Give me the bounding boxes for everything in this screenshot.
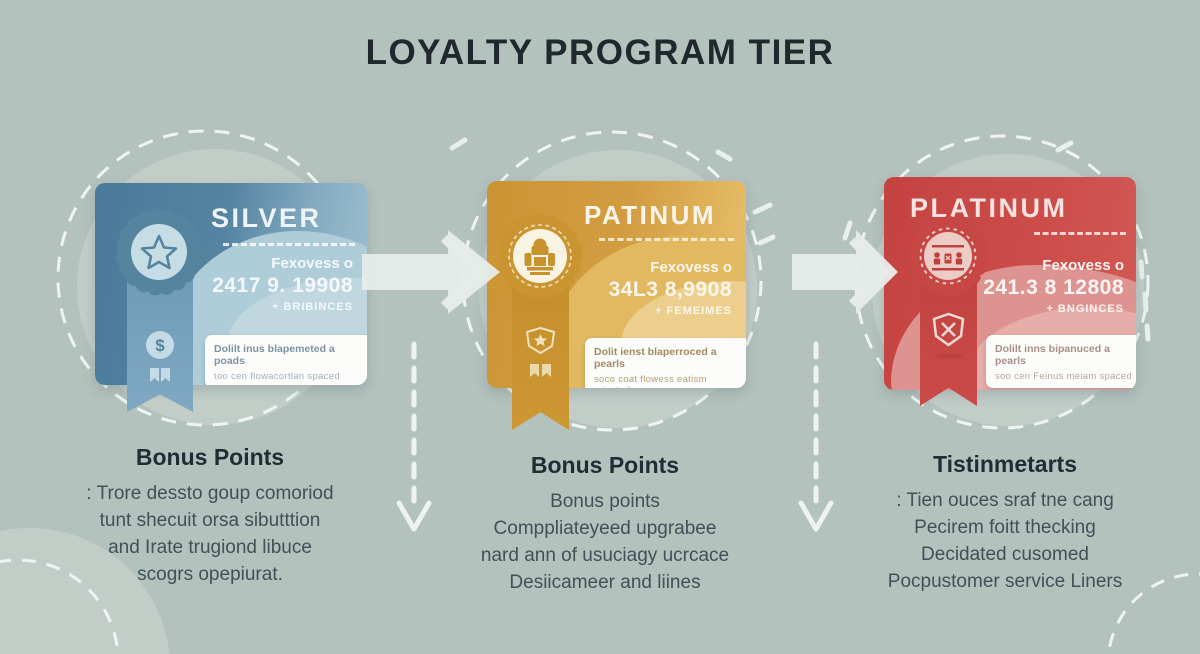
dollar-icon: $ xyxy=(146,331,174,382)
section-line: : Tien ouces sraf tne cang xyxy=(896,490,1114,511)
page-title: LOYALTY PROGRAM TIER xyxy=(365,33,835,72)
section-line: Decidated cusomed xyxy=(921,544,1089,565)
tier-name-gold: PATINUM xyxy=(584,200,717,230)
tier-note-box: Dolilt inus blapemeted a poads too cen f… xyxy=(205,335,367,385)
points-subtext: + BRIBINCES xyxy=(272,301,353,313)
right-arrow-icon xyxy=(362,230,500,314)
team-rosette-icon xyxy=(908,216,988,296)
section-line: : Trore dessto goup comoriod xyxy=(86,483,334,504)
points-subtext: + BNGINCES xyxy=(1046,303,1124,315)
svg-text:$: $ xyxy=(155,336,165,355)
note-line: Dolilt inns bipanuced a pearls xyxy=(995,343,1110,367)
tier-note-box: Dolilt inns bipanuced a pearls soo cen F… xyxy=(986,335,1136,388)
section-line: Comppliateyeed upgrabee xyxy=(493,518,717,539)
card-dashed-divider xyxy=(1034,232,1126,235)
section-line: scogrs opepiurat. xyxy=(137,564,283,585)
down-arrow-left xyxy=(396,341,432,532)
section-line: Pecirem foitt thecking xyxy=(914,517,1096,538)
tier-points-block: Fexovess o 34L3 8,9908 + FEMEIMES xyxy=(562,259,732,317)
tier-name-silver: SILVER xyxy=(211,203,322,233)
note-line: Dolilt inus blapemeted a poads xyxy=(214,343,335,367)
section-line: Bonus points xyxy=(550,491,660,512)
tier-points-block: Fexovess o 2417 9. 19908 + BRIBINCES xyxy=(183,255,353,313)
points-value: 34L3 8,9908 xyxy=(608,278,732,301)
section-line: Pocpustomer service Liners xyxy=(887,571,1123,592)
section-gold-benefits: Bonus Points Bonus points Comppliateyeed… xyxy=(445,452,765,596)
note-line: soco coat flowess eatism rejected xyxy=(594,374,707,388)
points-subtext: + FEMEIMES xyxy=(655,305,732,317)
card-dashed-divider xyxy=(599,238,734,241)
trophy-rosette-icon xyxy=(497,213,583,299)
down-arrow-right xyxy=(798,341,834,532)
star-rosette-icon xyxy=(115,208,203,296)
section-heading: Bonus Points xyxy=(530,452,680,478)
points-value: 241.3 8 12808 xyxy=(983,276,1124,299)
right-arrow-icon xyxy=(792,230,898,314)
section-heading: Bonus Points xyxy=(135,444,285,470)
corner-decorations xyxy=(0,528,1200,654)
shield-star-icon xyxy=(526,327,555,377)
tier-points-block: Fexovess o 241.3 8 12808 + BNGINCES xyxy=(954,257,1124,315)
card-dashed-divider xyxy=(223,243,355,246)
section-heading: Tistinmetarts xyxy=(932,451,1077,477)
section-line: Desiicameer and liines xyxy=(509,572,701,593)
points-label: Fexovess o xyxy=(650,259,732,276)
section-line: nard ann of usuciagy ucrcace xyxy=(480,545,730,566)
points-label: Fexovess o xyxy=(1042,257,1124,274)
points-value: 2417 9. 19908 xyxy=(212,274,353,297)
section-silver-benefits: Bonus Points : Trore dessto goup comorio… xyxy=(55,444,365,588)
shield-outline-icon xyxy=(932,312,965,359)
tier-note-box: Dolit ienst blaperroced a pearls soco co… xyxy=(585,338,746,388)
sprinkle-dashes xyxy=(449,137,1151,342)
section-platinum-benefits: Tistinmetarts : Tien ouces sraf tne cang… xyxy=(835,451,1175,595)
note-line: Dolit ienst blaperroced a pearls xyxy=(594,346,717,370)
points-label: Fexovess o xyxy=(271,255,353,272)
section-line: tunt shecuit orsa sibutttion xyxy=(99,510,321,531)
note-line: soo cen Feinus meiam spaced xyxy=(995,371,1132,382)
section-line: and Irate trugiond libuce xyxy=(108,537,312,558)
note-line: too cen flowacortlan spaced xyxy=(214,371,340,382)
